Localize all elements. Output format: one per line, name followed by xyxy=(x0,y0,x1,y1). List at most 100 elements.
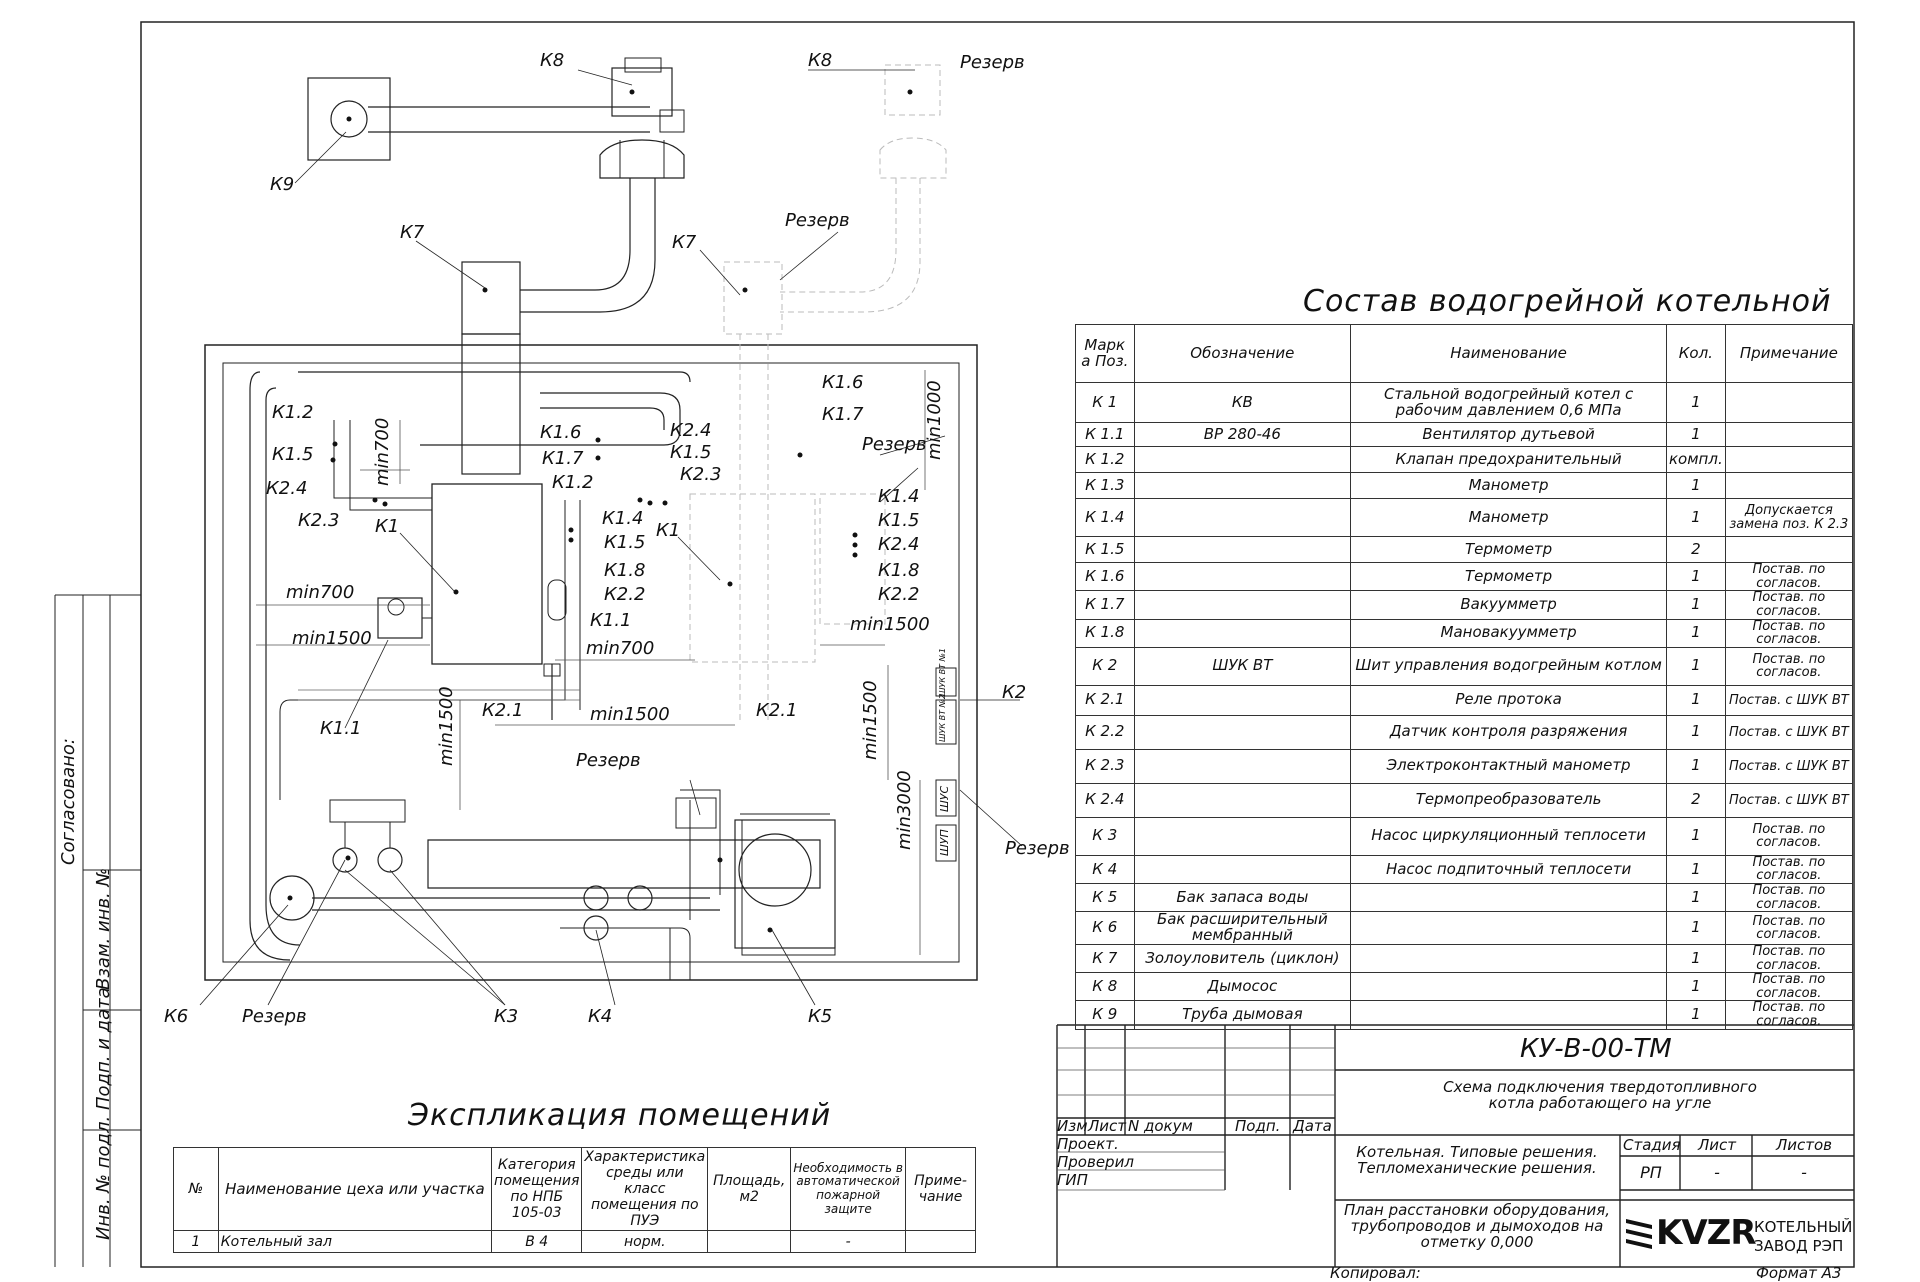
row-remark: Постав. с ШУК ВТ xyxy=(1724,714,1854,750)
label-k4: К4 xyxy=(588,1006,613,1027)
label-k1-6-center: К1.6 xyxy=(540,422,582,443)
row-qty: 1 xyxy=(1666,618,1726,648)
label-k2-4-right: К2.4 xyxy=(878,534,920,555)
col-remark: Примечание xyxy=(1724,324,1854,383)
row-pos: К 8 xyxy=(1075,972,1135,1002)
row-pos: К 1 xyxy=(1075,382,1135,423)
inv-orig-label: Инв. № подл. xyxy=(93,1115,114,1240)
row-designation: Бак запаса воды xyxy=(1133,883,1352,913)
row-name xyxy=(1350,1000,1667,1030)
row-pos: К 1.6 xyxy=(1075,561,1135,592)
row-designation xyxy=(1133,714,1352,750)
row-designation: Дымосос xyxy=(1133,972,1352,1002)
exp-cell-medium: норм. xyxy=(581,1230,709,1254)
cabinet-shup: ШУП xyxy=(938,829,951,856)
row-remark xyxy=(1724,536,1854,563)
label-k7-b: К7 xyxy=(672,232,697,253)
label-reserve-pump: Резерв xyxy=(576,750,641,771)
tb-col-izm: Изм xyxy=(1057,1117,1088,1135)
label-k2-4-left: К2.4 xyxy=(266,478,308,499)
label-reserve-k8: Резерв xyxy=(960,52,1025,73)
row-name: Клапан предохранительный xyxy=(1350,446,1667,473)
dim-min1500-a: min1500 xyxy=(292,628,372,649)
row-name xyxy=(1350,911,1667,945)
row-name: Стальной водогрейный котел с рабочим дав… xyxy=(1350,382,1667,423)
col-designation: Обозначение xyxy=(1133,324,1352,383)
label-k1-6-right: К1.6 xyxy=(822,372,864,393)
row-qty: 1 xyxy=(1666,943,1726,974)
row-designation xyxy=(1133,536,1352,563)
row-qty: 1 xyxy=(1666,498,1726,537)
row-qty: 1 xyxy=(1666,382,1726,423)
row-pos: К 1.3 xyxy=(1075,472,1135,499)
exp-cell-area xyxy=(707,1230,792,1254)
dim-min1500-v2: min1500 xyxy=(860,680,881,760)
dim-min1500-v1: min1500 xyxy=(436,686,457,766)
row-pos: К 1.7 xyxy=(1075,590,1135,620)
row-designation xyxy=(1133,618,1352,648)
label-k2-4-center: К2.4 xyxy=(670,420,712,441)
label-k2-3-center: К2.3 xyxy=(680,464,722,485)
cabinet-shuk-vt1: ШУК ВТ №1 xyxy=(938,648,947,696)
dim-min3000: min3000 xyxy=(894,770,915,850)
row-name: Реле протока xyxy=(1350,684,1667,716)
row-name: Датчик контроля разряжения xyxy=(1350,714,1667,750)
row-pos: К 4 xyxy=(1075,854,1135,885)
row-designation xyxy=(1133,684,1352,716)
row-qty: 1 xyxy=(1666,422,1726,447)
label-k1-7-center: К1.7 xyxy=(542,448,584,469)
row-name: Вентилятор дутьевой xyxy=(1350,422,1667,447)
row-pos: К 1.8 xyxy=(1075,618,1135,648)
label-k1-4-center: К1.4 xyxy=(602,508,644,529)
sheet-label: Лист xyxy=(1697,1136,1736,1154)
dim-min700-b: min700 xyxy=(372,417,393,486)
row-qty: 1 xyxy=(1666,748,1726,784)
tb-col-doc: N докум xyxy=(1128,1117,1193,1135)
row-remark xyxy=(1724,422,1854,447)
tb-role-check: Проверил xyxy=(1057,1153,1134,1171)
cabinet-shuk-vt2: ШУК ВТ №2 xyxy=(938,694,947,742)
row-name: Термопреобразователь xyxy=(1350,782,1667,818)
row-remark xyxy=(1724,382,1854,423)
dim-min700-a: min700 xyxy=(286,582,355,603)
row-designation: КВ xyxy=(1133,382,1352,423)
row-remark: Постав. по согласов. xyxy=(1724,972,1854,1002)
row-pos: К 2.1 xyxy=(1075,684,1135,716)
label-k2: К2 xyxy=(1002,682,1027,703)
label-k8-a: К8 xyxy=(540,50,565,71)
row-pos: К 3 xyxy=(1075,816,1135,856)
row-qty: 1 xyxy=(1666,816,1726,856)
row-designation xyxy=(1133,782,1352,818)
company-logo: KVZR КОТЕЛЬНЫЙ ЗАВОД РЭП xyxy=(1624,1205,1852,1263)
format-label: Формат А3 xyxy=(1756,1264,1842,1282)
row-pos: К 2.2 xyxy=(1075,714,1135,750)
row-name: Электроконтактный манометр xyxy=(1350,748,1667,784)
label-k1-center: К1 xyxy=(656,520,681,541)
dim-min1500-c: min1500 xyxy=(850,614,930,635)
row-remark: Постав. по согласов. xyxy=(1724,590,1854,620)
row-designation xyxy=(1133,590,1352,620)
row-designation xyxy=(1133,498,1352,537)
row-remark xyxy=(1724,472,1854,499)
label-k1-1-center: К1.1 xyxy=(590,610,632,631)
exp-col-name: Наименование цеха или участка xyxy=(217,1146,493,1232)
row-name xyxy=(1350,972,1667,1002)
row-designation: ШУК ВТ xyxy=(1133,646,1352,686)
label-k2-3-left: К2.3 xyxy=(298,510,340,531)
dim-min1000: min1000 xyxy=(924,380,945,460)
label-k1-5-center-2: К1.5 xyxy=(604,532,646,553)
cabinet-shus: ШУС xyxy=(938,785,951,812)
row-pos: К 1.4 xyxy=(1075,498,1135,537)
label-k2-2-right: К2.2 xyxy=(878,584,920,605)
